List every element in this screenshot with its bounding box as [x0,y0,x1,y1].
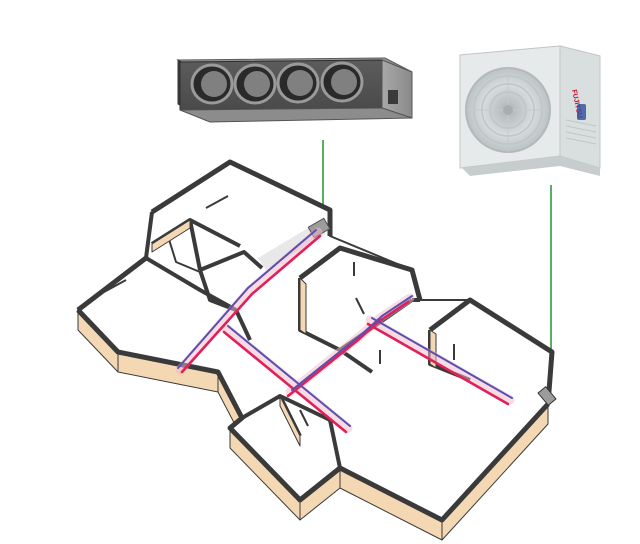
outlet-3-inner [287,70,313,96]
floor-plan [78,162,552,540]
indoor-duct-unit [178,58,412,122]
indoor-unit-lip [180,108,412,122]
outlet-4-inner [331,69,357,95]
indoor-control-box [388,90,398,104]
brand-badge [577,104,586,120]
floor-base [78,162,552,520]
outlet-2-inner [244,71,270,97]
outlet-1-inner [201,71,227,97]
outdoor-unit: FUJITSU [460,46,600,176]
fan-grille [466,68,550,152]
fan-hub [503,105,513,115]
